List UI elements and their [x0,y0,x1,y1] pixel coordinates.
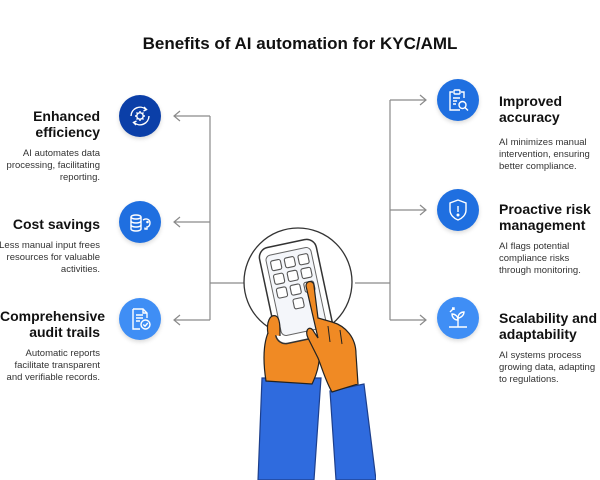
benefit-scalability-and-adaptability: Scalability and adaptability AI systems … [499,310,599,386]
benefit-proactive-risk-management: Proactive risk management AI flags poten… [499,201,599,277]
plant-growth-icon [437,297,479,339]
benefit-description-line: to regulations. [499,374,559,385]
benefit-description-line: activities. [60,264,100,275]
benefit-title: Proactive risk management [499,201,599,233]
clipboard-search-icon [437,79,479,121]
benefit-title: Cost savings [0,216,100,232]
benefit-title-line: Enhanced [33,108,100,124]
benefit-description-line: facilitate transparent [14,360,100,371]
benefit-title-line: Comprehensive [0,308,106,324]
benefit-description: AI systems process growing data, adaptin… [499,350,599,386]
right-hand-knuckles [327,325,343,345]
benefit-description-line: and verifiable records. [6,372,100,383]
benefit-description: AI automates data processing, facilitati… [0,148,100,184]
benefit-description-line: AI systems process [499,350,582,361]
coins-piggy-bank-icon [119,201,161,243]
benefit-description-line: AI flags potential [499,241,570,252]
benefit-description-line: through monitoring. [499,265,581,276]
benefit-title: Enhanced efficiency [0,108,100,140]
benefit-description-line: intervention, ensuring [499,149,590,160]
benefit-title-line: efficiency [35,124,100,140]
benefit-description: Less manual input frees resources for va… [0,240,100,276]
hand-tapping-keypad-icon [243,227,376,480]
benefit-title-line: Improved [499,93,563,109]
right-sleeve [329,383,376,480]
benefit-description-line: processing, facilitating [6,160,100,171]
benefit-description-line: Automatic reports [25,348,100,359]
benefit-description-line: compliance risks [499,253,570,264]
benefit-description: AI minimizes manual intervention, ensuri… [499,137,599,173]
benefit-comprehensive-audit-trails: Comprehensive audit trails Automatic rep… [0,308,106,384]
benefit-title-line: Proactive risk [499,201,591,217]
benefit-title: Comprehensive audit trails [0,308,106,340]
benefit-title-line: audit trails [29,324,100,340]
benefit-enhanced-efficiency: Enhanced efficiency AI automates data pr… [0,108,100,184]
gear-cycle-icon [119,95,161,137]
document-check-icon [119,298,161,340]
left-thumb [266,315,281,337]
benefit-description-line: resources for valuable [6,252,100,263]
diagram-title: Benefits of AI automation for KYC/AML [142,34,458,53]
shield-alert-icon [437,189,479,231]
benefit-description: AI flags potential compliance risks thro… [499,241,599,277]
benefit-title-line: Cost savings [12,216,100,232]
benefit-improved-accuracy: Improved accuracy AI minimizes manual in… [499,93,599,173]
left-sleeve [257,377,322,480]
benefit-title-line: adaptability [499,326,577,342]
benefit-description-line: AI minimizes manual [499,137,587,148]
benefit-description-line: AI automates data [22,148,100,159]
right-hand [305,280,359,393]
benefit-title: Improved accuracy [499,93,599,125]
benefit-description-line: reporting. [59,172,100,183]
benefit-title-line: Scalability and [499,310,598,326]
benefit-description-line: Less manual input frees [0,240,100,251]
benefit-title: Scalability and adaptability [499,310,599,342]
benefit-title-line: accuracy [499,109,560,125]
benefit-cost-savings: Cost savings Less manual input frees res… [0,216,100,276]
benefit-title-line: management [499,217,586,233]
benefit-description-line: better compliance. [499,161,577,172]
benefit-description: Automatic reports facilitate transparent… [0,348,100,384]
benefit-description-line: growing data, adapting [499,362,596,373]
